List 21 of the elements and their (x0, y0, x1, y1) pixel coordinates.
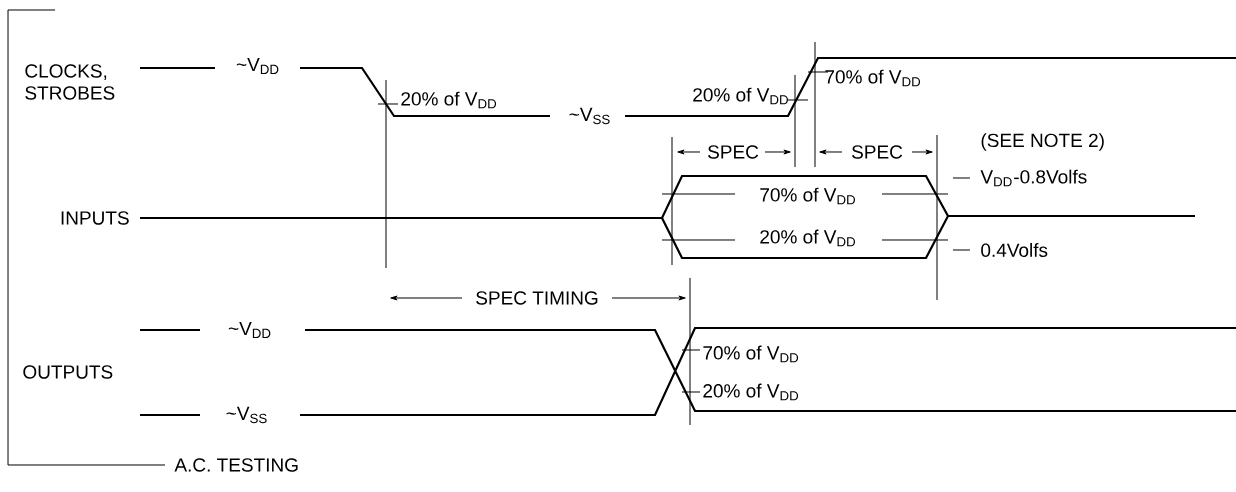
dimension-label: SPEC TIMING (476, 291, 598, 305)
voltage-label: 0.4Volfs (981, 243, 1048, 257)
voltage-label: ~V$_{SS}$ (569, 107, 610, 125)
voltage-label: V$_{DD}$-0.8Volfs (980, 169, 1087, 187)
threshold-label: 70% of V$_{DD}$ (703, 345, 799, 363)
note-label: (SEE NOTE 2) (981, 133, 1104, 151)
dimension-label: SPEC (708, 145, 759, 159)
threshold-label: 20% of V$_{DD}$ (693, 87, 788, 105)
threshold-label: 20% of V$_{DD}$ (760, 229, 856, 247)
threshold-label: 70% of V$_{DD}$ (760, 187, 856, 205)
voltage-label: ~V$_{DD}$ (236, 58, 279, 74)
threshold-label: 20% of V$_{DD}$ (703, 383, 799, 401)
caption-label: A.C. TESTING (174, 458, 298, 472)
voltage-label: ~V$_{DD}$ (228, 321, 271, 338)
signal-label: CLOCKS, STROBES (25, 64, 115, 100)
voltage-label: ~V$_{SS}$ (226, 406, 267, 424)
signal-label: INPUTS (61, 211, 129, 225)
threshold-label: 20% of V$_{DD}$ (401, 91, 497, 109)
signal-label: OUTPUTS (23, 365, 113, 379)
threshold-label: 70% of V$_{DD}$ (825, 69, 921, 87)
dimension-label: SPEC (852, 145, 903, 159)
